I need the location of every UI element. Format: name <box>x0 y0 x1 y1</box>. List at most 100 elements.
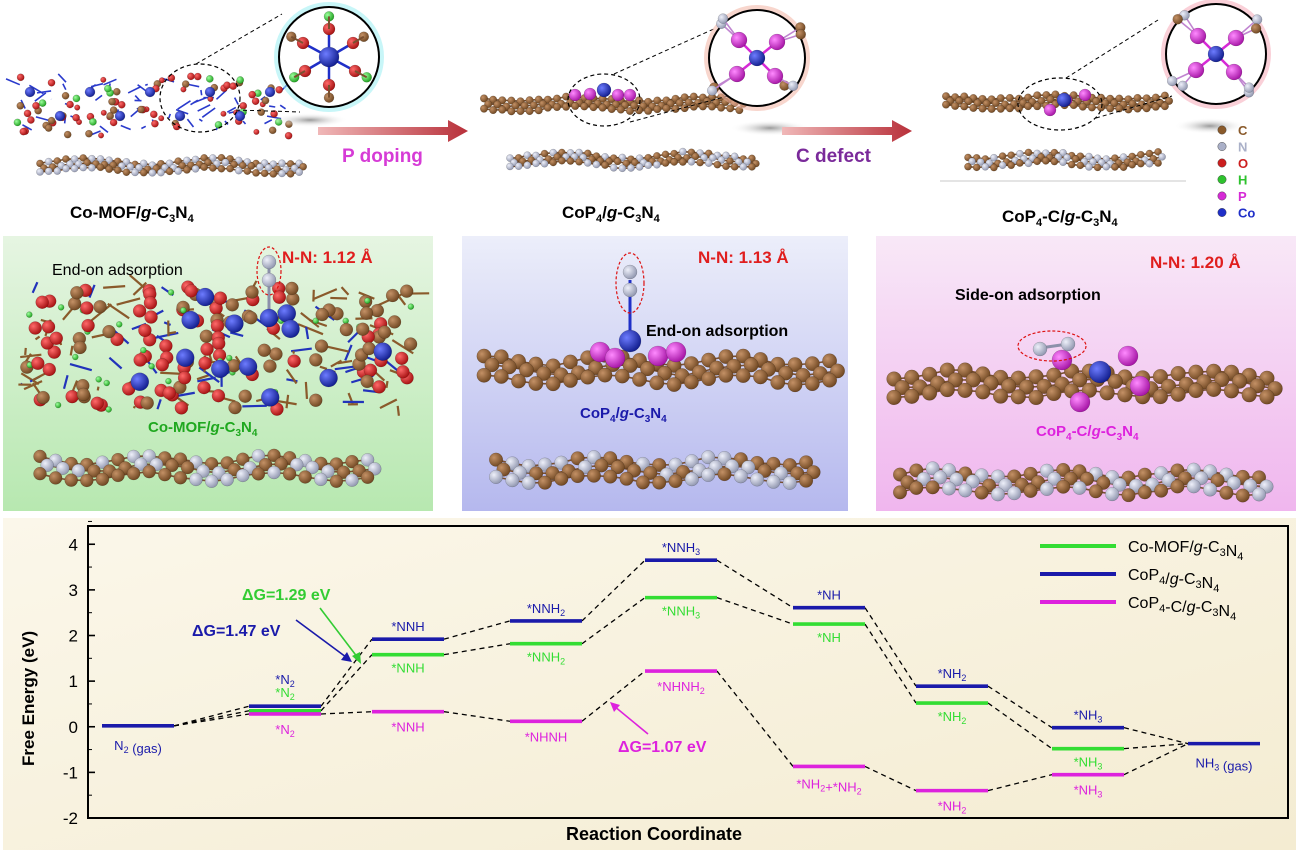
atom-o <box>200 342 214 356</box>
atom-c <box>661 150 670 159</box>
atom-n <box>236 468 250 483</box>
atom-c <box>181 80 190 88</box>
atom-o <box>23 109 32 118</box>
atom-n <box>739 162 748 171</box>
legend-dot-p <box>1217 191 1227 201</box>
bond <box>186 118 195 128</box>
atom-n <box>191 164 200 173</box>
atom-o <box>211 336 226 351</box>
atom-c <box>520 101 529 110</box>
atom-c <box>36 390 50 405</box>
atom-c <box>643 465 658 481</box>
atom-n <box>191 155 200 164</box>
atom-o <box>98 132 105 139</box>
bond <box>22 124 33 131</box>
atom-n <box>1085 163 1093 171</box>
atom-n <box>208 154 217 162</box>
bond <box>108 356 123 370</box>
atom-n <box>583 159 592 167</box>
bond <box>285 368 298 385</box>
atom-c <box>668 474 683 489</box>
atom-co <box>204 86 216 98</box>
bond <box>107 302 130 320</box>
connector <box>1123 743 1189 776</box>
y-axis-label: Free Energy (eV) <box>19 631 38 766</box>
atom-c <box>601 161 609 169</box>
atom-c <box>787 357 803 373</box>
atom-c <box>726 157 734 165</box>
level-label: *NH3 <box>1074 755 1103 772</box>
atom-o <box>80 301 94 315</box>
atom-c <box>261 96 270 105</box>
atom-c <box>238 161 247 170</box>
atom-c <box>142 464 156 479</box>
atom-c <box>955 96 964 105</box>
atom-o <box>109 118 118 127</box>
atom-n <box>1158 152 1166 161</box>
atom-n <box>1166 75 1178 87</box>
bond <box>264 119 273 125</box>
atom-n <box>990 487 1005 502</box>
atom-n <box>488 469 504 484</box>
atom-c <box>355 322 370 336</box>
atom-c <box>625 106 634 116</box>
zoom-line <box>235 109 301 113</box>
atom-c <box>1170 479 1185 494</box>
atom-c <box>753 369 768 385</box>
atom-c <box>1024 148 1033 157</box>
atom-c <box>1145 149 1154 158</box>
atom-c <box>743 357 759 373</box>
cop4-c-structure <box>940 0 1271 182</box>
atom-n <box>105 156 113 165</box>
atom-p <box>1129 375 1151 397</box>
atom-n <box>267 465 281 480</box>
atom-c <box>1152 368 1169 385</box>
atom-n <box>925 461 940 476</box>
atom-c <box>1210 473 1225 488</box>
atom-n <box>1059 148 1067 157</box>
bond <box>229 331 244 338</box>
atom-n <box>644 161 653 170</box>
atom-h <box>54 401 62 409</box>
atom-n <box>1226 475 1241 491</box>
atom-c <box>106 112 115 120</box>
connector <box>320 654 373 712</box>
bond <box>304 326 310 340</box>
atom-p <box>768 33 786 51</box>
atom-c <box>639 361 655 377</box>
atom-c <box>653 105 662 114</box>
atom-h <box>167 289 175 296</box>
energy-levels <box>102 558 1260 793</box>
atom-c <box>1099 385 1115 401</box>
bond <box>177 100 191 110</box>
atom-o <box>211 388 226 403</box>
atom-n <box>622 264 638 280</box>
atom-c <box>274 457 288 471</box>
atom-o <box>35 295 49 309</box>
atom-p <box>647 345 669 367</box>
atom-c <box>795 367 811 383</box>
bond <box>242 120 247 125</box>
atom-c <box>894 379 910 396</box>
atom-c <box>113 166 122 175</box>
bond <box>34 92 47 102</box>
atom-c <box>298 470 312 484</box>
atom-o <box>251 97 260 106</box>
atom-n <box>787 80 799 92</box>
atom-c <box>1137 467 1152 482</box>
atom-c <box>252 169 260 177</box>
atom-c <box>76 387 91 402</box>
atom-c <box>1133 104 1142 113</box>
atom-c <box>689 102 698 111</box>
atom-co <box>114 110 126 122</box>
atom-co <box>1088 360 1112 384</box>
connector <box>716 559 794 609</box>
annotation-arrowhead <box>341 652 352 662</box>
atom-n <box>142 449 156 463</box>
atom-p <box>1051 349 1073 371</box>
atom-n <box>126 162 135 171</box>
bond <box>290 347 312 353</box>
panel-2-bond-length: N-N: 1.13 Å <box>698 248 789 267</box>
